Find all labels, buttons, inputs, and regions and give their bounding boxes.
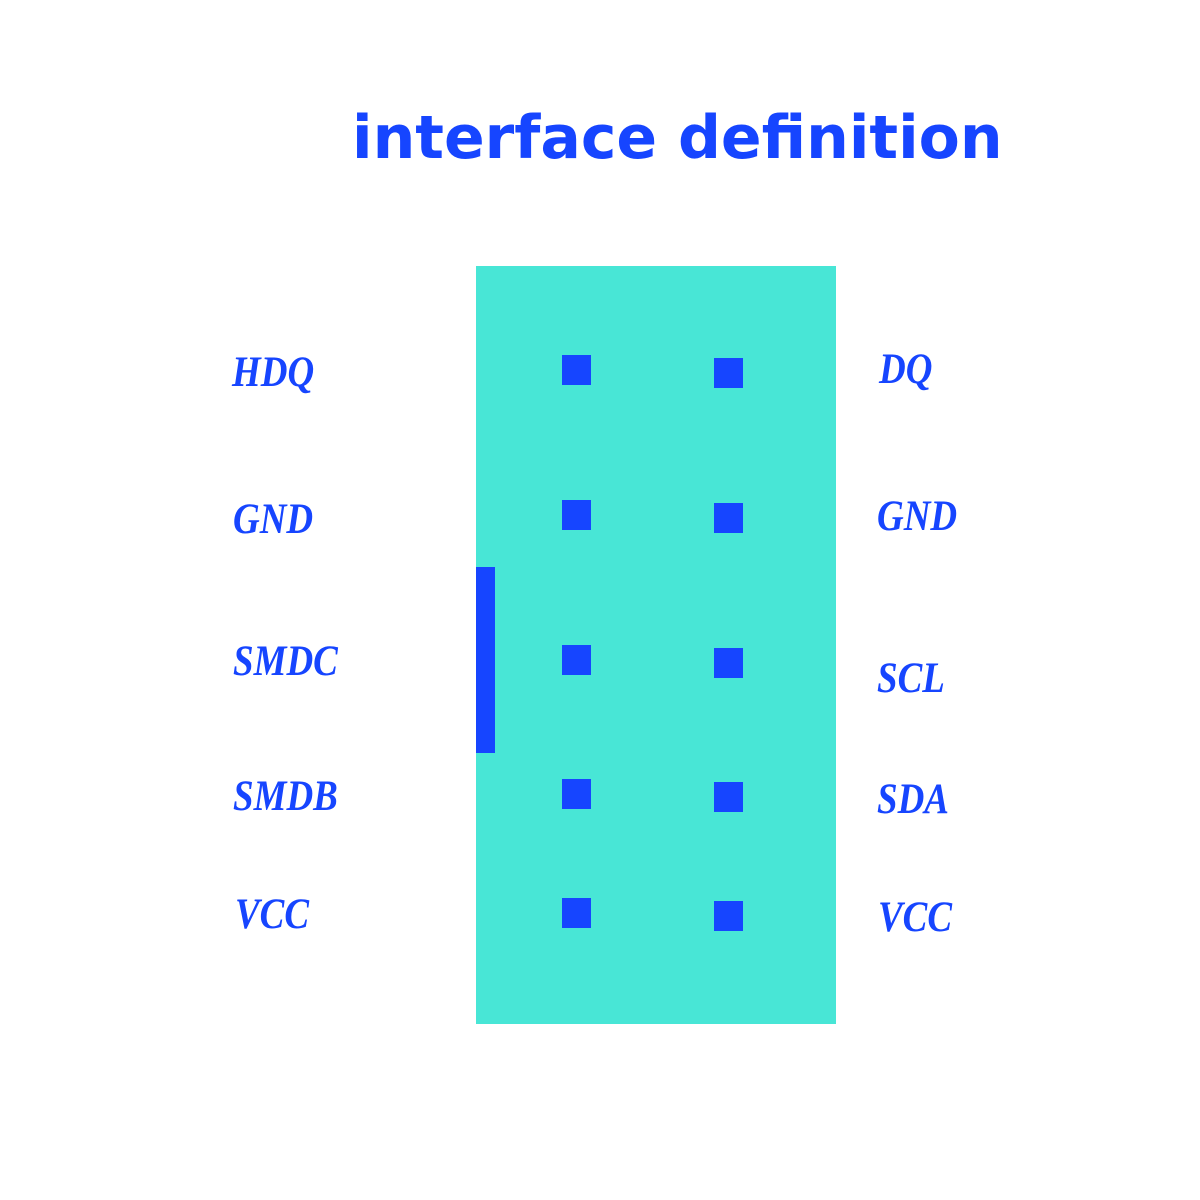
pin-right-5 (714, 901, 743, 931)
connector-body (476, 266, 836, 1024)
pin-left-2 (562, 500, 591, 530)
pin-label-right: DQ (879, 346, 933, 393)
pin-right-2 (714, 503, 743, 533)
pin-right-1 (714, 358, 743, 388)
pin-label-right: SDA (877, 776, 949, 823)
pin-label-left: SMDC (233, 638, 338, 685)
pin-label-right: GND (877, 493, 958, 540)
pin-left-4 (562, 779, 591, 809)
connector-key-notch (476, 567, 495, 753)
pin-left-1 (562, 355, 591, 385)
pin-label-left: VCC (235, 891, 310, 938)
diagram-title: interface definition (352, 103, 1003, 173)
pin-left-5 (562, 898, 591, 928)
pin-label-left: SMDB (233, 773, 338, 820)
pin-right-4 (714, 782, 743, 812)
pin-label-left: GND (233, 496, 314, 543)
pin-label-right: VCC (878, 894, 953, 941)
pin-right-3 (714, 648, 743, 678)
pin-label-left: HDQ (232, 349, 315, 396)
pin-left-3 (562, 645, 591, 675)
pin-label-right: SCL (877, 655, 945, 702)
